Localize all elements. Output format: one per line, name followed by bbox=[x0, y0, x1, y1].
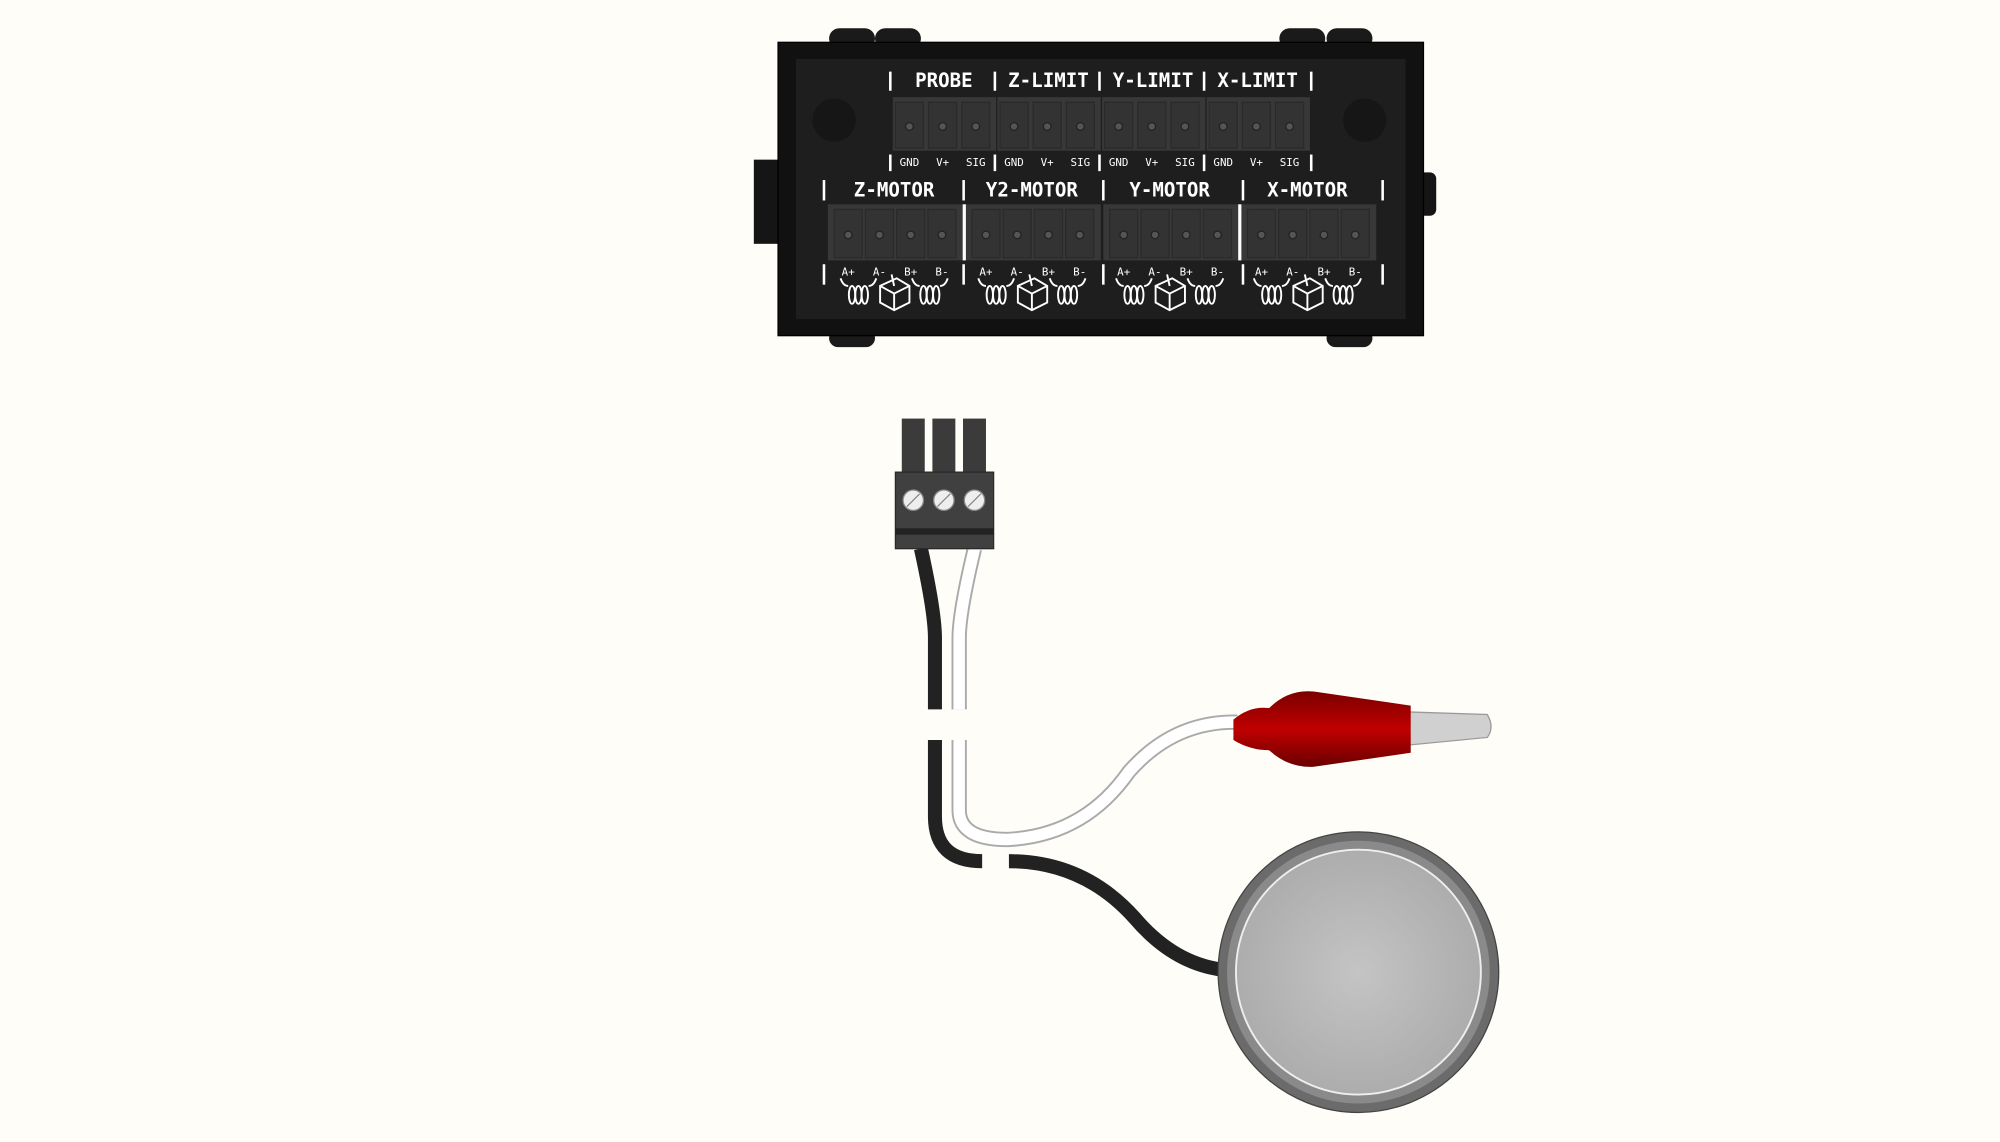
pin-label: A+ bbox=[979, 266, 993, 279]
motor-group-label: Z-MOTOR bbox=[854, 179, 935, 202]
clip-jaw bbox=[1407, 711, 1492, 746]
terminal-screw-icon bbox=[1213, 230, 1222, 240]
stepper-motor-icon bbox=[839, 274, 949, 312]
pin-label: V+ bbox=[1250, 156, 1264, 169]
probe-connector-plug bbox=[894, 418, 995, 550]
terminal-screw-icon bbox=[1119, 230, 1129, 240]
black-wire-upper bbox=[914, 547, 942, 710]
probe-cable bbox=[914, 546, 1238, 977]
limit-group-label: X-LIMIT bbox=[1217, 69, 1298, 92]
stepper-motor-icon bbox=[1115, 274, 1225, 312]
pin-label: A+ bbox=[1255, 266, 1269, 279]
side-tab-left bbox=[753, 159, 782, 244]
pin-label: GND bbox=[1004, 156, 1024, 169]
terminal-screw-icon bbox=[1350, 230, 1360, 240]
alligator-clip bbox=[1233, 691, 1492, 767]
pin-label: A- bbox=[1148, 266, 1161, 279]
pin-label: V+ bbox=[1145, 156, 1159, 169]
pin-label: A- bbox=[873, 266, 886, 279]
pin-label: B+ bbox=[1317, 266, 1331, 279]
touch-probe-plate bbox=[1217, 831, 1500, 1114]
terminal-screw-icon bbox=[904, 122, 914, 131]
black-wire-to-plate bbox=[1008, 854, 1224, 977]
stepper-motor-icon bbox=[977, 274, 1087, 312]
terminal-screw-icon bbox=[1147, 122, 1157, 131]
terminal-screw-icon bbox=[1288, 230, 1298, 240]
terminal-screw-icon bbox=[1012, 230, 1022, 240]
pin-label: V+ bbox=[936, 156, 950, 169]
pin-label: B- bbox=[1211, 266, 1224, 279]
motor-group-label: X-MOTOR bbox=[1267, 179, 1348, 202]
terminal-screw-icon bbox=[1044, 230, 1053, 240]
pin-label: B- bbox=[935, 266, 948, 279]
motor-group-label: Y-MOTOR bbox=[1129, 179, 1210, 202]
limit-group-label: Y-LIMIT bbox=[1113, 69, 1194, 92]
pin-label: V+ bbox=[1041, 156, 1055, 169]
terminal-screw-icon bbox=[938, 122, 948, 131]
terminal-screw-icon bbox=[1181, 230, 1191, 240]
terminal-screw-icon bbox=[1042, 122, 1052, 131]
pin-label: A+ bbox=[1117, 266, 1131, 279]
terminal-slot bbox=[1033, 208, 1064, 259]
terminal-screw-icon bbox=[1114, 122, 1124, 131]
limit-group-label: Z-LIMIT bbox=[1008, 69, 1089, 92]
terminal-screw-icon bbox=[1180, 122, 1190, 131]
terminal-screw-icon bbox=[1150, 230, 1160, 240]
pin-label: SIG bbox=[1175, 156, 1195, 169]
pin-label: A- bbox=[1011, 266, 1024, 279]
terminal-screw-icon bbox=[875, 230, 884, 240]
pin-label: B- bbox=[1349, 266, 1362, 279]
terminal-slot bbox=[1103, 101, 1134, 149]
terminal-screw-icon bbox=[1251, 122, 1261, 131]
cable-break-mark bbox=[923, 714, 965, 730]
terminal-screw-icon bbox=[906, 230, 916, 240]
terminal-screw-icon bbox=[843, 230, 853, 240]
terminal-screw-icon bbox=[937, 230, 947, 240]
terminal-screw-icon bbox=[1075, 230, 1085, 240]
mount-hole-right bbox=[1343, 98, 1387, 142]
terminal-screw-icon bbox=[971, 122, 981, 131]
stepper-motor-icon bbox=[1252, 274, 1362, 312]
pin-label: A- bbox=[1286, 266, 1299, 279]
terminal-slot bbox=[999, 101, 1029, 149]
terminal-screw-icon bbox=[1218, 122, 1228, 131]
terminal-screw-icon bbox=[1257, 230, 1266, 240]
terminal-screw-icon bbox=[1285, 122, 1295, 131]
pin-label: A+ bbox=[842, 266, 856, 279]
motor-group-label: Y2-MOTOR bbox=[986, 179, 1079, 202]
white-wire-lower bbox=[951, 714, 1238, 848]
terminal-screw-icon bbox=[981, 230, 991, 240]
pin-label: B+ bbox=[904, 266, 918, 279]
pin-label: SIG bbox=[1071, 156, 1091, 169]
pin-label: B+ bbox=[1180, 266, 1194, 279]
pin-label: B+ bbox=[1042, 266, 1056, 279]
clip-boot bbox=[1233, 691, 1411, 767]
controller-box: PROBE GND V+ SIG Z-LIMIT GND V+ SIG Y-LIMIT GND V+… bbox=[753, 28, 1437, 348]
pin-label: SIG bbox=[966, 156, 986, 169]
pin-label: SIG bbox=[1280, 156, 1300, 169]
pin-label: GND bbox=[1213, 156, 1233, 169]
pin-label: GND bbox=[1109, 156, 1129, 169]
pin-label: B- bbox=[1073, 266, 1086, 279]
terminal-screws bbox=[902, 489, 986, 512]
mount-hole-left bbox=[812, 98, 856, 142]
limit-group-label: PROBE bbox=[915, 69, 973, 92]
black-wire-lower bbox=[927, 740, 983, 869]
terminal-screw-icon bbox=[1009, 122, 1019, 131]
pin-label: GND bbox=[900, 156, 920, 169]
terminal-screw-icon bbox=[1319, 230, 1329, 240]
terminal-screw-icon bbox=[1075, 122, 1085, 131]
